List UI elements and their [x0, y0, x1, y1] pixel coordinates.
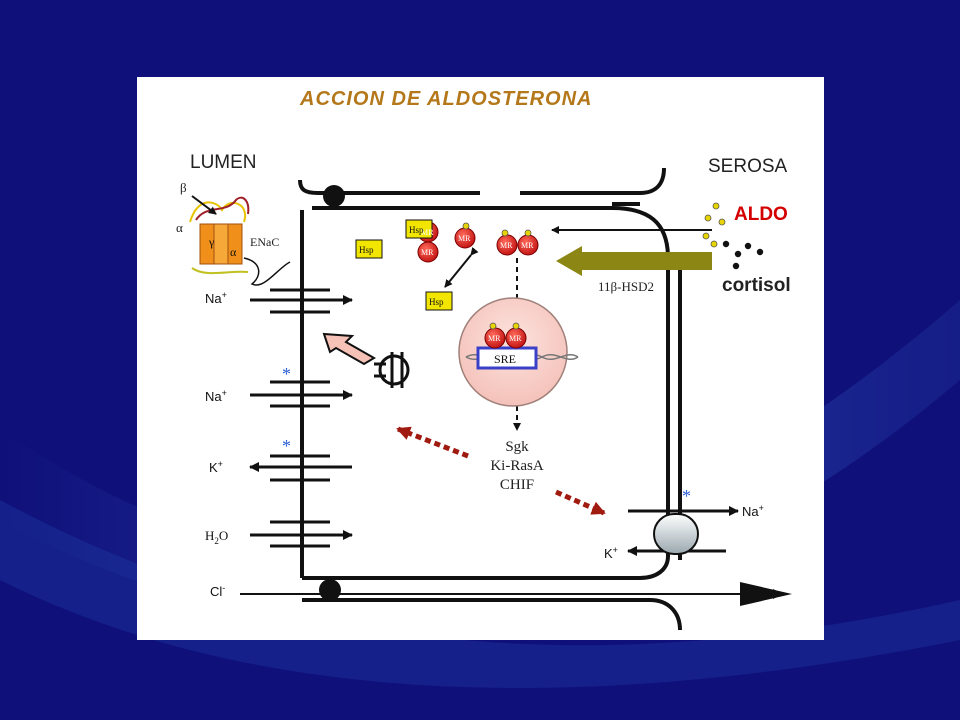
hsp-label-1: Hsp	[359, 245, 374, 255]
na-k-pump	[653, 513, 699, 555]
hsp-label-3: Hsp	[429, 297, 444, 307]
k-label-basolateral: K+	[604, 545, 618, 561]
channel-symbol	[374, 352, 410, 388]
aldo-label: ALDO	[734, 204, 788, 225]
aldo-dots	[702, 202, 726, 248]
tight-junction-bottom	[319, 579, 341, 601]
mr-protein-2	[417, 241, 439, 263]
hsp-label-2: Hsp	[409, 225, 424, 235]
mr-label-6: MR	[488, 334, 501, 343]
serosa-label: SEROSA	[708, 156, 788, 177]
sre-label: SRE	[494, 352, 516, 366]
gamma-label: γ	[208, 235, 215, 249]
cortisol-label: cortisol	[722, 275, 791, 296]
k-label: K+	[209, 459, 223, 475]
h2o-label: H2O	[205, 528, 228, 546]
mr-label-5: MR	[521, 241, 534, 250]
na-label-1: Na+	[205, 290, 227, 306]
mr-label-7: MR	[509, 334, 522, 343]
na-label-2: Na+	[205, 388, 227, 404]
hsd2-label: 11β-HSD2	[598, 279, 654, 294]
dotted-arrow-right	[554, 489, 606, 516]
asterisk-1: *	[282, 364, 291, 384]
mr-label-4: MR	[500, 241, 513, 250]
tight-junction-top	[323, 185, 345, 207]
hsp-box-1	[355, 239, 383, 259]
asterisk-3: *	[682, 486, 691, 506]
alpha-label: α	[176, 220, 183, 235]
lumen-label: LUMEN	[190, 152, 257, 173]
na-label-basolateral: Na+	[742, 503, 764, 519]
beta-label: β	[180, 180, 187, 195]
gene-sgk: Sgk	[505, 439, 529, 455]
enac-label: ENaC	[250, 235, 279, 249]
sre-element	[476, 346, 538, 370]
hsp-box-2	[405, 219, 433, 239]
asterisk-2: *	[282, 436, 291, 456]
cortisol-dots	[722, 240, 764, 270]
mr-label-2: MR	[421, 248, 434, 257]
enac-channel	[189, 195, 291, 286]
cortisol-inactivation-arrow	[556, 246, 712, 276]
mr-label-1: MR	[421, 228, 434, 237]
dotted-arrow-left	[396, 426, 469, 459]
gene-kirasa: Ki-RasA	[490, 458, 543, 474]
alpha2-label: α	[230, 245, 237, 259]
cl-label: Cl-	[210, 583, 225, 599]
gene-chif: CHIF	[500, 477, 534, 493]
page-title: ACCION DE ALDOSTERONA	[300, 88, 593, 110]
hsp-box-3	[425, 291, 453, 311]
hsp-arrow	[444, 247, 479, 288]
mr-label-3: MR	[458, 234, 471, 243]
pink-arrow	[322, 332, 376, 366]
